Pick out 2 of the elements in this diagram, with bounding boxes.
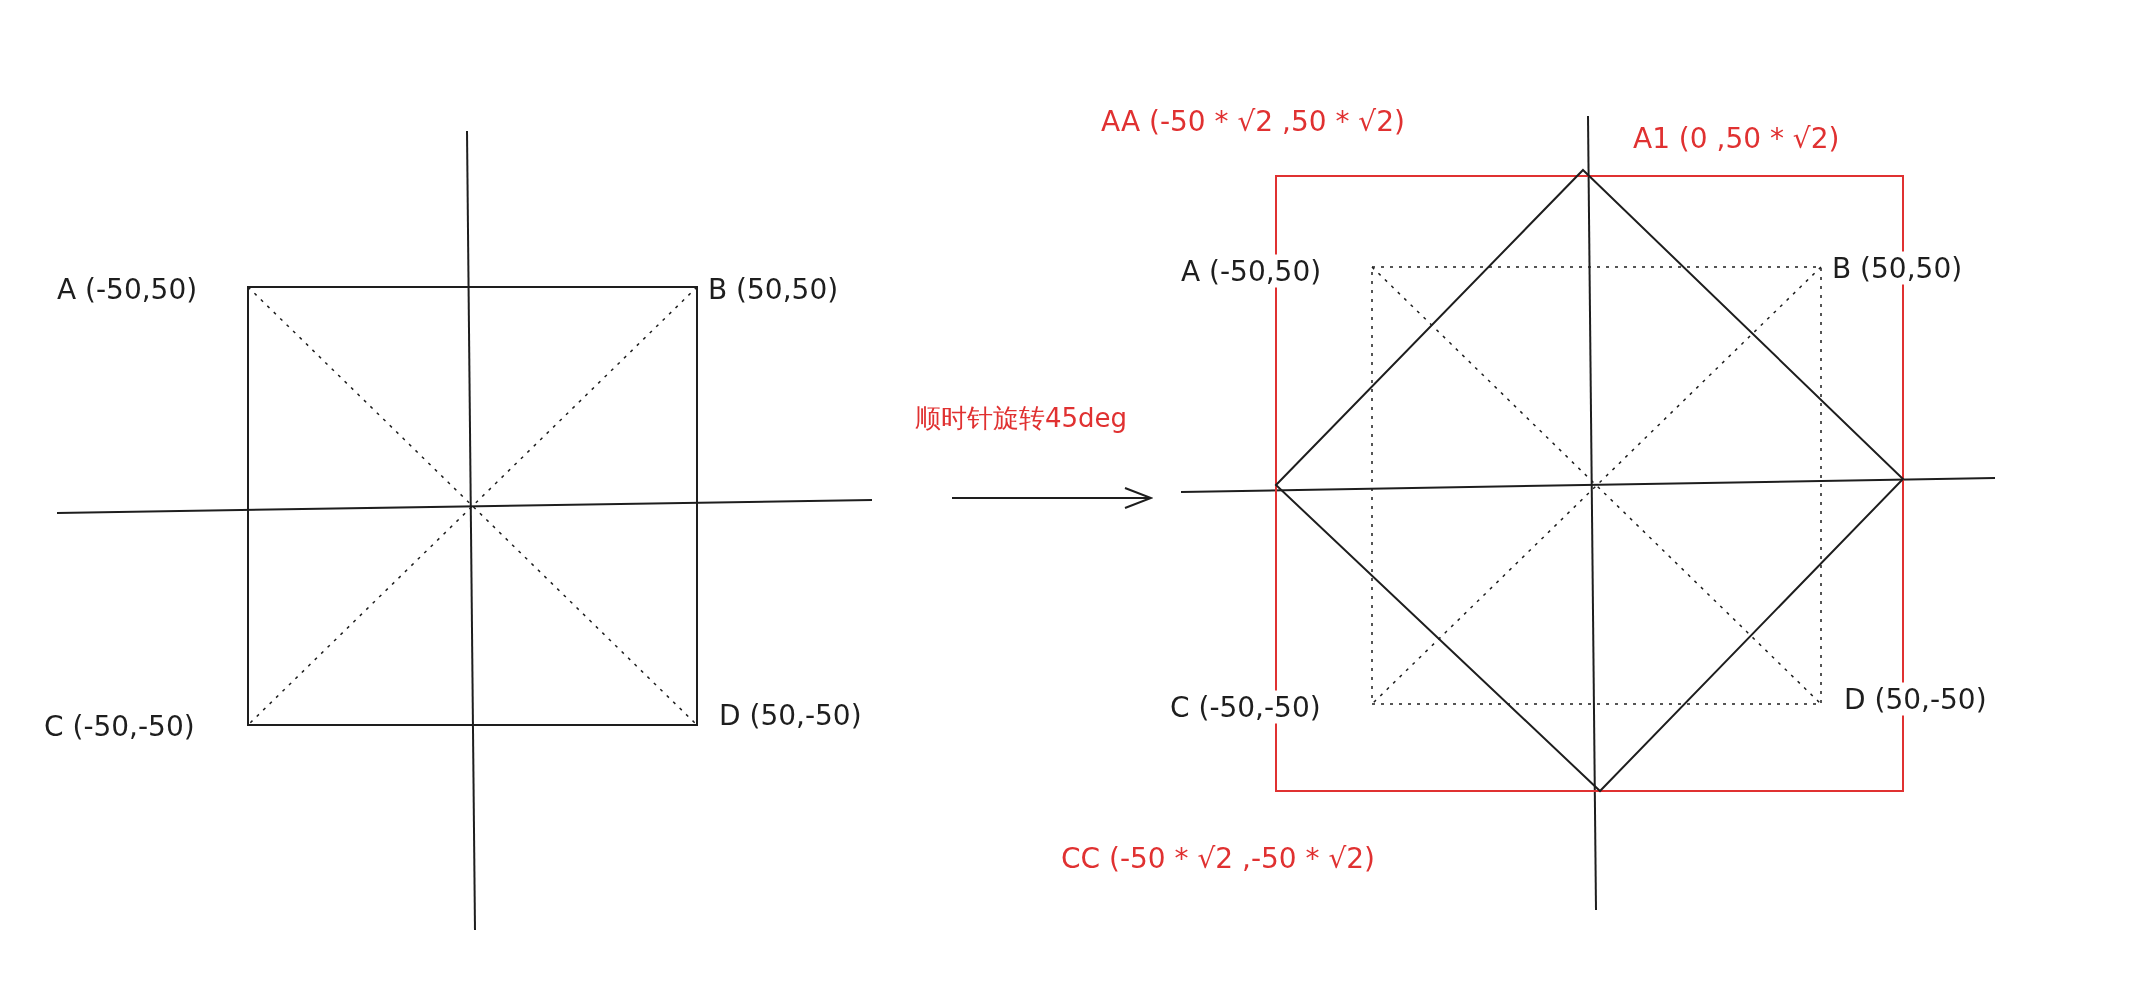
edge-label: 顺时针旋转45deg (915, 401, 1128, 435)
arrow (951, 487, 1152, 509)
